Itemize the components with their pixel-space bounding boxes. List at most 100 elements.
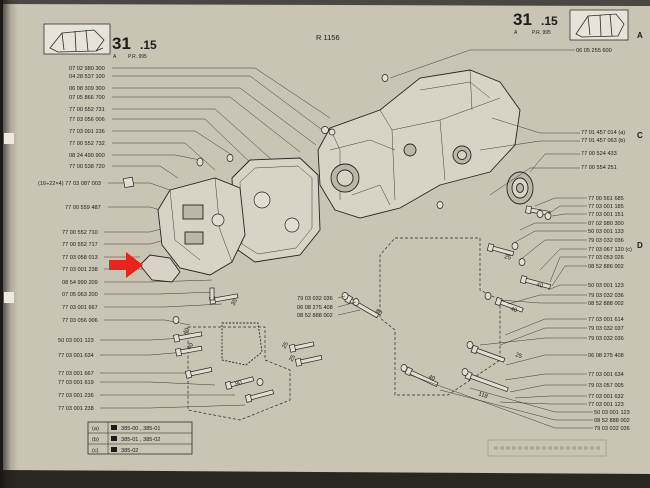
- ref-right: 06 08 275 408: [588, 353, 624, 359]
- svg-text:A: A: [514, 30, 518, 36]
- ref-left: 08 24 490 900: [69, 153, 105, 159]
- ref-right: 77 00 554 251: [581, 165, 617, 171]
- left-leader-lines: [100, 67, 331, 409]
- svg-text:25: 25: [503, 254, 512, 262]
- legend-key: (c): [92, 448, 99, 454]
- ref-right: 79 03 032 036: [588, 336, 624, 342]
- ref-right: 77 00 561 685: [588, 196, 624, 202]
- ref-left: 77 03 056 006: [69, 117, 105, 123]
- ref-left: 77 00 552 710: [62, 230, 98, 236]
- reference-code: R 1156: [316, 33, 340, 42]
- legend-text: 385-02: [121, 448, 138, 454]
- ref-right: 77 03 067 120 (c): [588, 247, 632, 253]
- ref-left: 77 00 559 487: [65, 205, 101, 211]
- svg-text:80: 80: [374, 309, 383, 318]
- ref-right: 08 52 888 002: [594, 418, 630, 424]
- ref-right: 77 01 457 014 (a): [581, 130, 625, 136]
- ref-right: 79 03 032 036: [588, 238, 624, 244]
- header-pr: P.R. 995: [128, 54, 147, 60]
- svg-text:40: 40: [535, 282, 544, 290]
- small-cover: [139, 254, 181, 283]
- header-left: 31 .15 A P.R. 995: [43, 23, 157, 60]
- ref-right: 77 03 001 634: [588, 372, 624, 378]
- ref-left: 77 03 001 619: [58, 380, 94, 386]
- ref-left: 77 03 056 006: [62, 318, 98, 324]
- ref-left: 06 08 309 300: [69, 86, 105, 92]
- ref-left: 77 03 001 236: [58, 393, 94, 399]
- left-reference-list: 07 02 980 300 04 28 537 100 06 08 309 30…: [38, 66, 105, 412]
- ref-left: (16÷22×4) 77 03 087 003: [38, 181, 101, 187]
- vehicle-icon: [111, 425, 117, 430]
- page-tab-left: [4, 133, 14, 144]
- dashed-outline-left: [187, 326, 291, 421]
- right-leader-lines: [409, 117, 593, 429]
- svg-text:25: 25: [282, 341, 291, 350]
- header-letter: A: [113, 54, 117, 60]
- ref-right: 79 03 032 037: [588, 326, 624, 332]
- svg-text:25: 25: [514, 352, 523, 360]
- legend-table: (a) (b) (c) 385-00 , 385-01 385-01 , 385…: [87, 421, 193, 455]
- ref-center: 06 08 275 408: [297, 305, 333, 311]
- section-sub-right: .15: [541, 14, 558, 28]
- svg-text:80: 80: [235, 380, 244, 388]
- ref-right: 07 02 980 300: [588, 221, 624, 227]
- ref-left: 77 03 001 236: [69, 129, 105, 135]
- vehicle-icon: [111, 436, 117, 441]
- edge-letter-d: D: [637, 241, 643, 250]
- header-right: 31 .15 A P.R. 995: [513, 9, 629, 41]
- ref-right: 77 03 053 026: [588, 255, 624, 261]
- ref-right: 79 03 032 036: [588, 293, 624, 299]
- edge-letter-c: C: [637, 131, 643, 140]
- ref-left: 77 00 552 732: [69, 141, 105, 147]
- front-cover: [157, 177, 246, 276]
- legend-key: (a): [92, 426, 99, 432]
- page-bottom-edge: [0, 470, 650, 488]
- ref-left: 07 05 063 200: [62, 292, 98, 298]
- ref-left: 04 28 537 100: [69, 74, 105, 80]
- svg-text:25: 25: [289, 354, 298, 363]
- ref-left: 77 03 058 013: [62, 255, 98, 261]
- ref-left: 77 00 538 720: [69, 164, 105, 170]
- ref-right: 77 00 524 433: [581, 151, 617, 157]
- binding-shadow: [0, 0, 18, 488]
- ref-left: 08 54 999 209: [62, 280, 98, 286]
- ref-right: 79 03 057 005: [588, 383, 624, 389]
- ref-left: 07 05 866 700: [69, 95, 105, 101]
- center-reference-list: 79 03 032 036 06 08 275 408 08 52 888 00…: [297, 296, 333, 319]
- ref-left: 77 03 001 667: [62, 305, 98, 311]
- gearbox-housing: [317, 69, 521, 219]
- svg-text:P.R. 995: P.R. 995: [532, 30, 551, 36]
- vehicle-icon: [111, 447, 117, 452]
- svg-text:40: 40: [509, 306, 518, 314]
- svg-text:40: 40: [427, 374, 436, 383]
- ref-center: 79 03 032 036: [297, 296, 333, 302]
- small-parts-top: [122, 74, 444, 209]
- ref-right: 50 03 001 123: [594, 410, 630, 416]
- ref-left: 77 03 001 634: [58, 353, 94, 359]
- bearing: [506, 171, 534, 205]
- ref-right: 08 52 888 002: [588, 301, 624, 307]
- ref-left: 77 00 552 731: [69, 107, 105, 113]
- ref-right: 50 03 001 133: [588, 229, 624, 235]
- gasket-plate: [231, 157, 321, 263]
- dashed-outline-right: [379, 237, 501, 396]
- ref-left: 77 03 001 667: [58, 371, 94, 377]
- ref-top: 06 05 255 600: [576, 48, 612, 54]
- ref-left: 77 03 001 238: [62, 267, 98, 273]
- section-number: 31: [112, 34, 131, 53]
- ref-right: 50 03 001 123: [588, 283, 624, 289]
- washers: [172, 210, 552, 386]
- center-cover: [221, 322, 263, 366]
- svg-text:118: 118: [477, 391, 489, 400]
- ref-right: 77 03 001 632: [588, 394, 624, 400]
- section-sub: .15: [140, 38, 157, 52]
- svg-text:40: 40: [187, 342, 196, 351]
- ref-right: 77 03 001 151: [588, 212, 624, 218]
- ref-right: 77 03 001 123: [588, 402, 624, 408]
- section-number-right: 31: [513, 10, 532, 29]
- legend-text: 385-01 , 385-02: [121, 437, 161, 443]
- ref-right: 79 03 032 036: [594, 426, 630, 432]
- ref-right: 77 01 457 063 (b): [581, 138, 625, 144]
